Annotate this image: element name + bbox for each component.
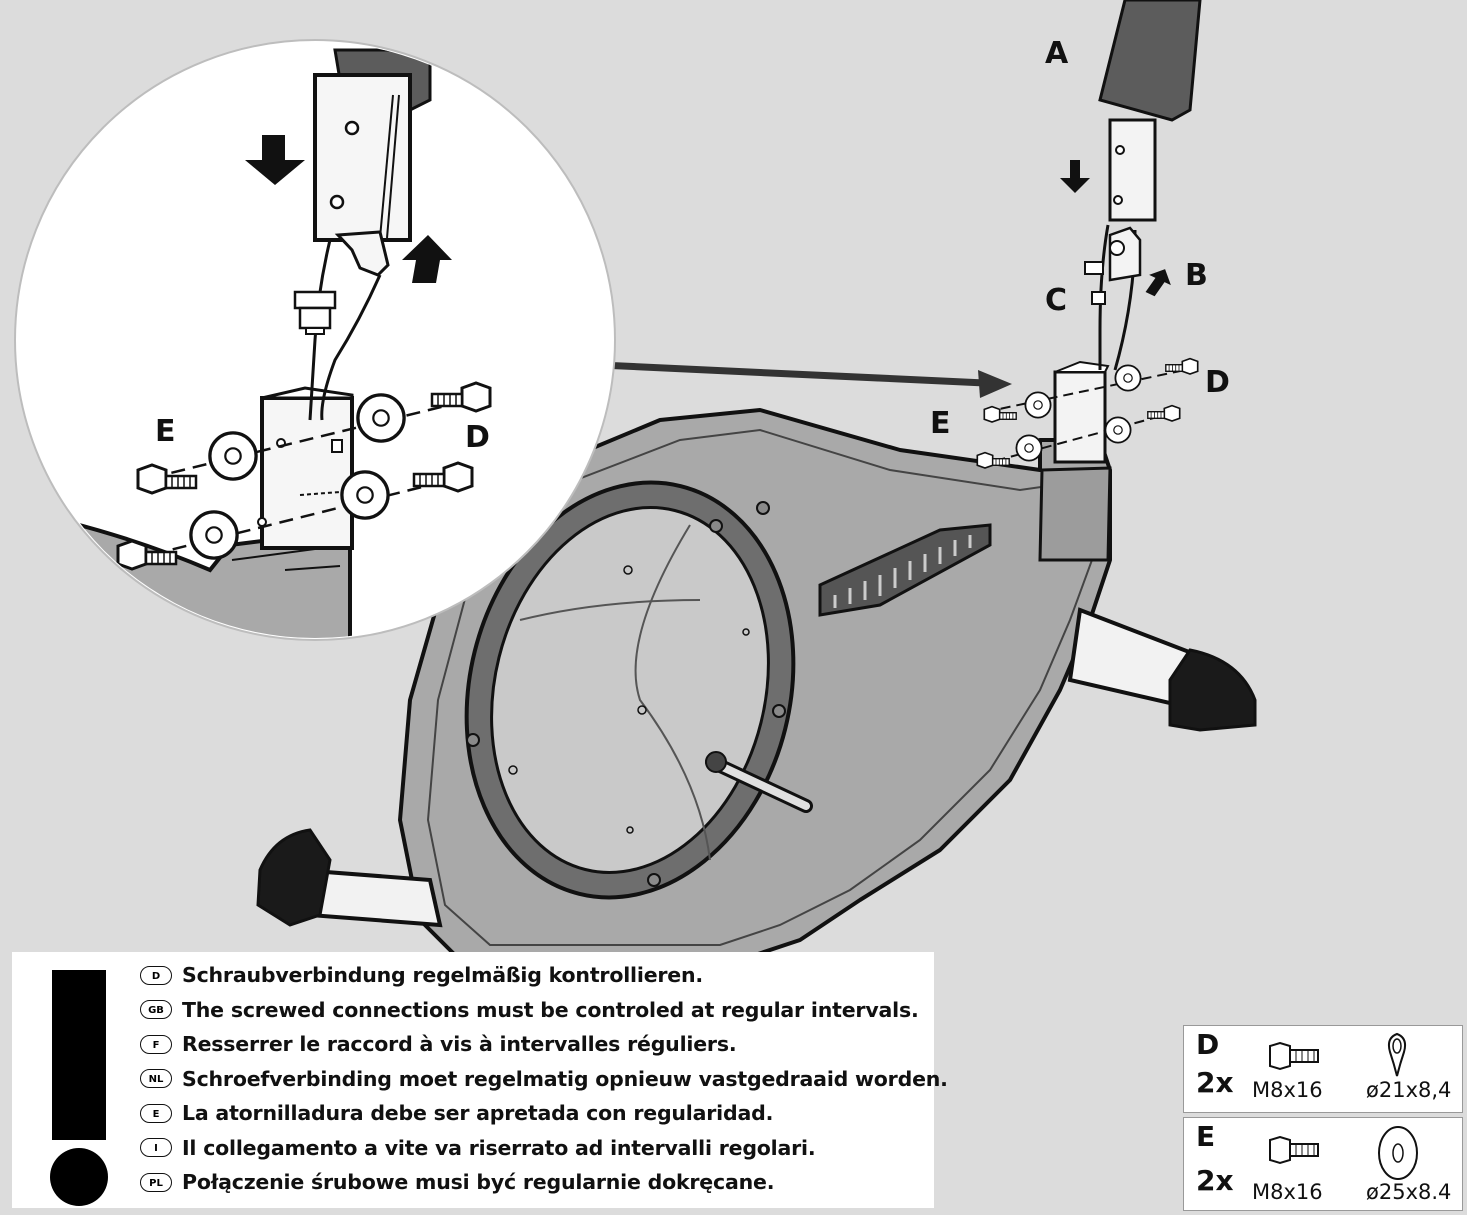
exclamation-dot-icon (50, 1148, 108, 1206)
callout-b: B (1185, 258, 1208, 293)
flat-washer-icon (1378, 1126, 1418, 1180)
exclamation-icon (52, 970, 106, 1140)
down-arrow-icon (1060, 160, 1090, 193)
frame-post-main (1038, 360, 1112, 562)
warning-text: Resserrer le raccord à vis à intervalles… (182, 1032, 737, 1057)
hardware-letter: D (1196, 1028, 1220, 1061)
zoom-pointer-line (599, 361, 986, 387)
callout-a: A (1045, 36, 1069, 71)
up-arrow-icon (1145, 269, 1171, 297)
language-badge: F (140, 1034, 172, 1054)
bolt-size: M8x16 (1252, 1078, 1323, 1102)
language-badge: NL (140, 1069, 172, 1089)
warning-line: NL Schroefverbinding moet regelmatig opni… (140, 1062, 948, 1097)
bolt-icon (1269, 1136, 1319, 1165)
warning-text: Il collegamento a vite va riserrato ad i… (182, 1135, 816, 1160)
warning-line: F Resserrer le raccord à vis à intervalle… (140, 1027, 948, 1062)
hardware-box-e: E 2x M8x16 ø25x8.4 (1183, 1117, 1463, 1211)
language-badge: E (140, 1103, 172, 1123)
frame-body (398, 408, 1112, 962)
zoom-down-arrow-icon (245, 135, 305, 185)
hardware-letter: E (1196, 1120, 1216, 1153)
hardware-box-d: D 2x M8x16 ø21x8,4 (1183, 1025, 1463, 1113)
warning-line: PL Połączenie śrubowe musi być regularnie… (140, 1165, 948, 1200)
warning-line: E La atornilladura debe ser apretada con … (140, 1096, 948, 1131)
hardware-quantity: 2x (1196, 1066, 1234, 1099)
handlebar-a (1084, 0, 1202, 371)
warning-text: Schraubverbindung regelmäßig kontrollier… (182, 963, 703, 988)
callout-c: C (1045, 283, 1068, 318)
warning-line: GB The screwed connections must be contro… (140, 993, 948, 1028)
language-badge: PL (140, 1172, 172, 1192)
warning-lines: D Schraubverbindung regelmäßig kontrollie… (140, 958, 948, 1200)
warning-line: D Schraubverbindung regelmäßig kontrollie… (140, 958, 948, 993)
rear-stabilizer (1067, 607, 1257, 732)
hardware-main (976, 357, 1199, 469)
bolt-icon (1269, 1042, 1319, 1071)
callout-d-main: D (1205, 365, 1230, 400)
warning-text: Schroefverbinding moet regelmatig opnieu… (182, 1066, 948, 1091)
warning-text: The screwed connections must be controle… (182, 997, 919, 1022)
language-badge: GB (140, 1000, 172, 1020)
warning-text: La atornilladura debe ser apretada con r… (182, 1101, 774, 1126)
callout-e-main: E (930, 406, 951, 441)
zoom-up-arrow-icon (402, 235, 452, 283)
language-badge: I (140, 1138, 172, 1158)
language-badge: D (140, 965, 172, 985)
zoom-pointer-arrowhead (978, 370, 1012, 398)
spring-washer-icon (1387, 1032, 1407, 1077)
hardware-quantity: 2x (1196, 1164, 1234, 1197)
warning-text: Połączenie śrubowe musi być regularnie d… (182, 1170, 775, 1195)
callout-e-zoom: E (155, 414, 176, 449)
front-stabilizer (256, 828, 443, 928)
callout-d-zoom: D (465, 420, 490, 455)
washer-size: ø25x8.4 (1366, 1180, 1452, 1204)
bolt-size: M8x16 (1252, 1180, 1323, 1204)
warning-line: I Il collegamento a vite va riserrato ad … (140, 1131, 948, 1166)
washer-size: ø21x8,4 (1366, 1078, 1452, 1102)
maintenance-warning: D Schraubverbindung regelmäßig kontrollie… (12, 952, 948, 1208)
